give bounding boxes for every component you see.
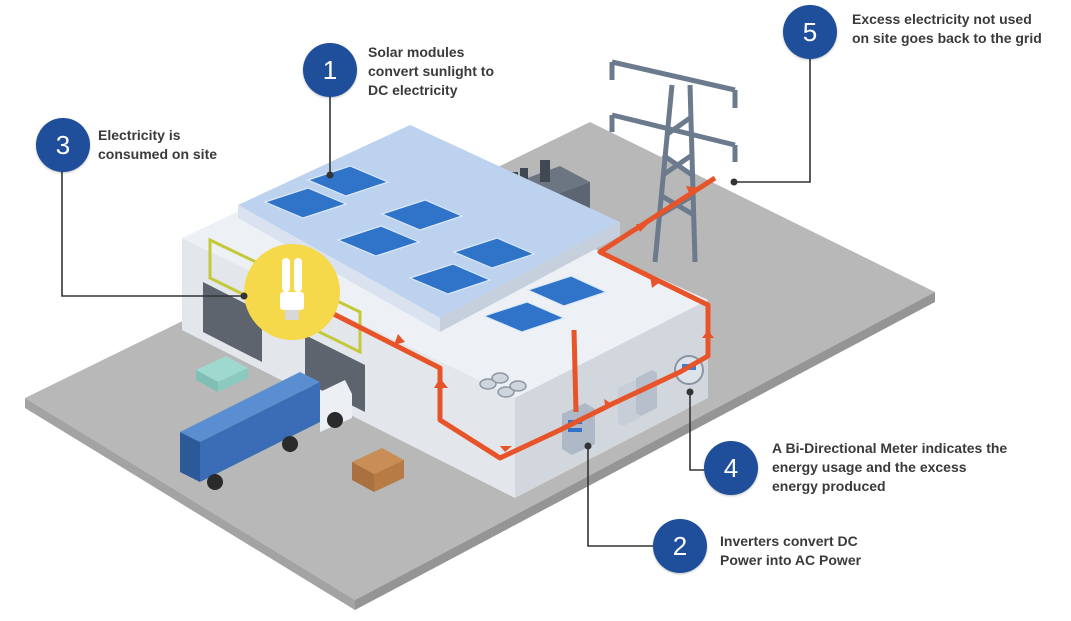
callout-leader-lines	[61, 58, 811, 547]
solar-panels	[263, 165, 608, 333]
power-flow-arrows	[394, 186, 714, 452]
ground-plate-edge-right	[355, 292, 935, 610]
step-1-text: Solar modules convert sunlight to DC ele…	[368, 44, 494, 98]
power-flow-line-inverter	[571, 329, 579, 413]
leader-line-dots	[240, 171, 738, 450]
step-2-text: Inverters convert DC Power into AC Power	[720, 533, 862, 568]
ground-plate-edge	[25, 398, 355, 610]
wooden-pallets	[352, 448, 404, 492]
stacked-goods	[196, 356, 248, 392]
rooftop-fans	[479, 372, 527, 398]
step-4-badge: 4	[704, 441, 758, 495]
leader-line-3	[61, 170, 244, 297]
step-3-badge: 3	[36, 118, 90, 172]
step-2-badge: 2	[653, 519, 707, 573]
step-4-text: A Bi-Directional Meter indicates the ene…	[772, 440, 1008, 494]
leader-line-5	[734, 58, 811, 183]
step-5-text: Excess electricity not used on site goes…	[852, 11, 1042, 46]
step-5-badge: 5	[783, 5, 837, 59]
step-1-badge: 1	[303, 43, 357, 97]
transmission-tower	[609, 59, 738, 263]
leader-line-4	[689, 392, 706, 471]
light-bulb-icon	[244, 244, 340, 340]
step-3-text: Electricity is consumed on site	[98, 127, 218, 162]
delivery-truck	[180, 372, 352, 490]
leader-line-2	[587, 446, 655, 547]
